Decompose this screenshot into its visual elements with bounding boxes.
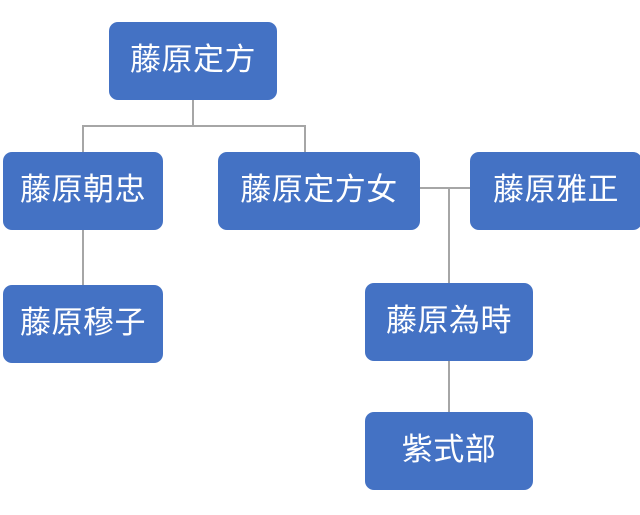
node-fujiwara-tametoki[interactable]: 藤原為時 [365,283,533,361]
node-label: 紫式部 [401,431,497,468]
node-label: 藤原穆子 [20,304,146,341]
node-label: 藤原朝忠 [20,171,146,208]
node-label: 藤原雅正 [493,171,619,208]
node-fujiwara-tadatada[interactable]: 藤原朝忠 [3,152,163,230]
node-fujiwara-masatada[interactable]: 藤原雅正 [470,152,640,230]
node-fujiwara-sadakata-musume[interactable]: 藤原定方女 [218,152,420,230]
node-fujiwara-bokushi[interactable]: 藤原穆子 [3,285,163,363]
node-label: 藤原為時 [386,302,512,339]
node-label: 藤原定方 [130,41,256,78]
node-label: 藤原定方女 [240,171,398,208]
node-fujiwara-sadakata[interactable]: 藤原定方 [109,22,277,100]
node-murasaki-shikibu[interactable]: 紫式部 [365,412,533,490]
connector-sadakata-to-children [82,99,306,153]
